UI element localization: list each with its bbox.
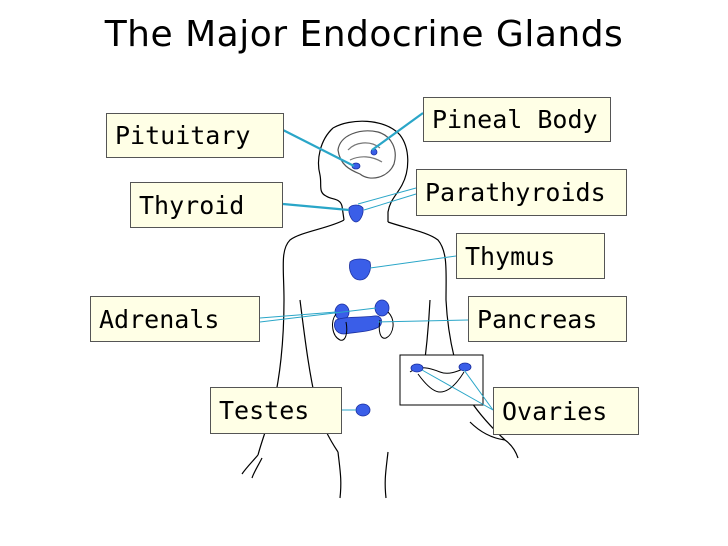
parathyroids-line-1 xyxy=(357,187,417,205)
thyroid-line xyxy=(282,202,350,212)
label-pituitary-text: Pituitary xyxy=(115,121,251,150)
label-pituitary: Pituitary xyxy=(106,113,284,158)
pituitary-line xyxy=(282,129,355,167)
label-ovaries: Ovaries xyxy=(493,387,639,435)
label-thyroid-text: Thyroid xyxy=(139,190,245,220)
ovaries-line-2 xyxy=(463,369,494,411)
testes-gland xyxy=(355,403,371,417)
label-testes: Testes xyxy=(210,387,342,434)
body-outline xyxy=(241,120,519,499)
pancreas-line xyxy=(377,319,469,323)
label-parathyroids-text: Parathyroids xyxy=(425,178,606,207)
ovary-left xyxy=(410,363,424,373)
parathyroids-line-2 xyxy=(363,193,417,211)
label-thymus: Thymus xyxy=(456,233,605,279)
glands xyxy=(334,148,472,417)
label-thyroid: Thyroid xyxy=(130,182,283,228)
label-pancreas-text: Pancreas xyxy=(477,304,598,334)
label-pineal-text: Pineal Body xyxy=(432,105,598,134)
adrenals-line-2 xyxy=(259,307,377,323)
adrenals-line-1 xyxy=(259,311,337,319)
label-adrenals-text: Adrenals xyxy=(99,304,220,334)
thyroid-gland xyxy=(348,204,364,223)
label-pineal: Pineal Body xyxy=(423,97,611,142)
label-testes-text: Testes xyxy=(219,396,310,425)
label-ovaries-text: Ovaries xyxy=(502,396,608,426)
label-pancreas: Pancreas xyxy=(468,296,627,342)
label-thymus-text: Thymus xyxy=(465,241,556,271)
ovary-right xyxy=(458,362,472,372)
adrenal-right xyxy=(374,299,390,317)
leader-lines xyxy=(259,112,494,411)
thymus-line xyxy=(369,255,457,269)
pineal-line xyxy=(371,112,424,151)
label-adrenals: Adrenals xyxy=(90,296,260,342)
page-title: The Major Endocrine Glands xyxy=(104,14,624,55)
thymus-gland xyxy=(349,258,371,281)
pancreas-gland xyxy=(334,315,382,335)
ovaries-line-1 xyxy=(421,369,494,411)
label-parathyroids: Parathyroids xyxy=(416,169,627,216)
